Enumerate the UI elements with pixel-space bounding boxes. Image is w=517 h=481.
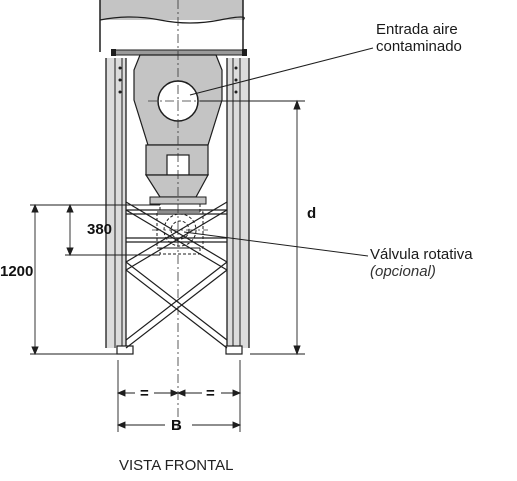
dimension-380-label: 380 — [87, 221, 112, 238]
leader-lines — [183, 47, 374, 257]
dimension-d-label: d — [307, 205, 316, 222]
right-support-frame — [225, 58, 250, 355]
filter-body — [133, 54, 223, 205]
dimension-1200-label: 1200 — [0, 263, 33, 280]
view-title: VISTA FRONTAL — [119, 457, 233, 474]
dimension-equal-right: = — [206, 385, 215, 402]
label-valve-line1: Válvula rotativa — [370, 246, 473, 263]
label-inlet-line1: Entrada aire — [376, 21, 458, 38]
dimension-1200-line — [30, 203, 118, 356]
dimension-380-line — [65, 203, 160, 257]
cross-bracing — [125, 201, 228, 349]
label-inlet-line2: contaminado — [376, 38, 462, 55]
dimension-b-label: B — [171, 417, 182, 434]
dimension-equal-left: = — [140, 385, 149, 402]
left-support-frame — [105, 58, 134, 355]
centerlines — [148, 0, 208, 430]
dimension-d-line — [200, 99, 305, 356]
dimension-bottom-lines — [116, 360, 242, 432]
upper-duct — [99, 0, 245, 52]
label-valve-line2: (opcional) — [370, 263, 436, 280]
